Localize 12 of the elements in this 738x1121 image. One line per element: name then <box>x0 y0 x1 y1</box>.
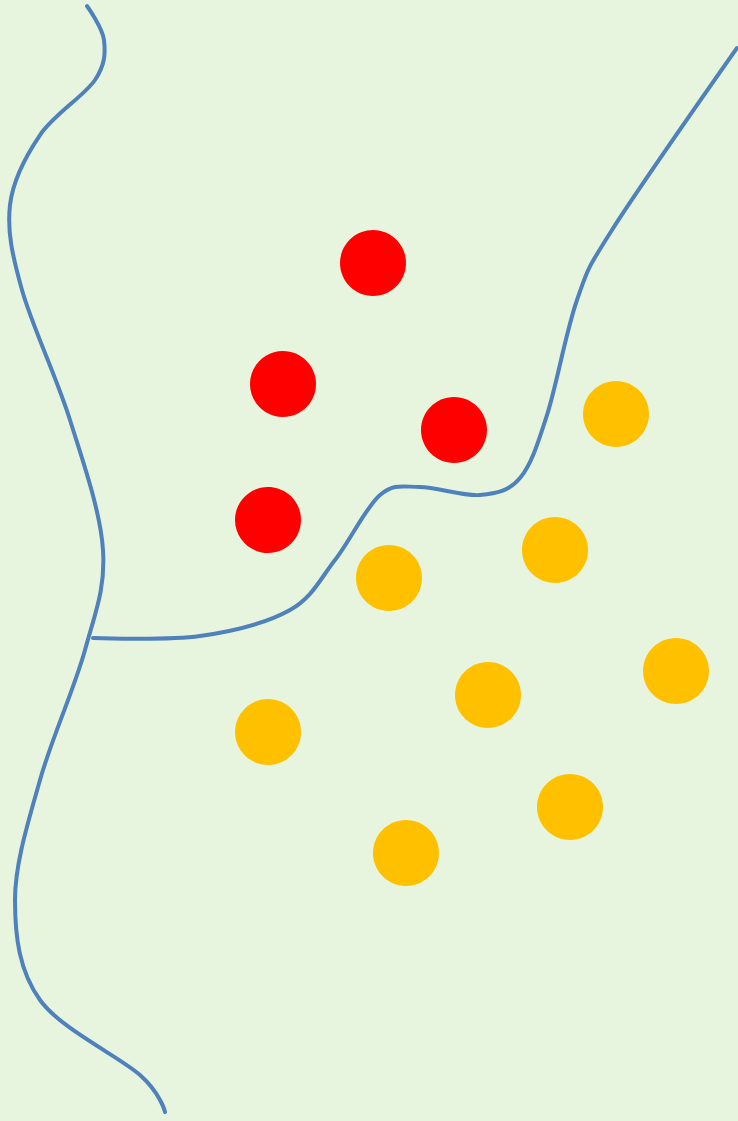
dot <box>250 351 316 417</box>
dot <box>455 662 521 728</box>
dot <box>522 517 588 583</box>
dot <box>235 487 301 553</box>
dot <box>356 545 422 611</box>
dot <box>373 820 439 886</box>
dot <box>643 638 709 704</box>
dot <box>340 230 406 296</box>
dot <box>235 699 301 765</box>
dot <box>583 381 649 447</box>
dot <box>537 774 603 840</box>
dot <box>421 397 487 463</box>
